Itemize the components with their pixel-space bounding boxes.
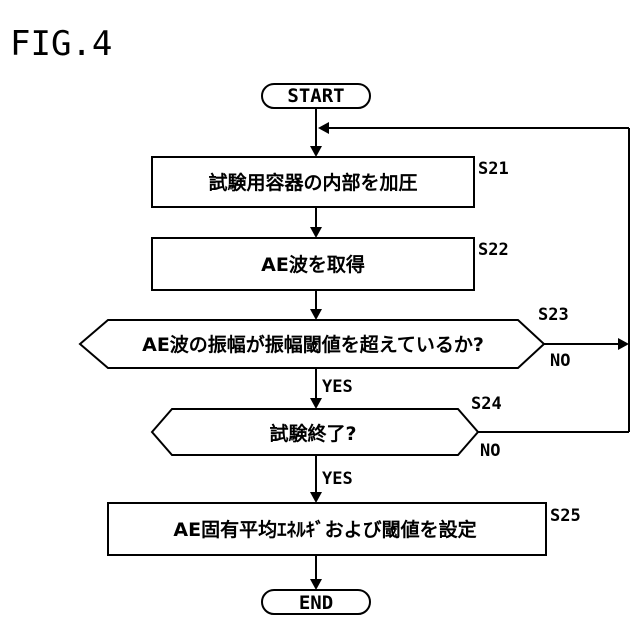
step-label-s21: S21: [478, 159, 509, 179]
arrowhead-loop-return: [318, 122, 329, 134]
branch-label-s23-no: NO: [550, 351, 570, 371]
arrowhead-s22: [310, 227, 322, 238]
decision-s24-text: 試験終了?: [269, 422, 356, 445]
arrowhead-end: [310, 579, 322, 590]
process-s25-text: AE固有平均ｴﾈﾙｷﾞおよび閾値を設定: [173, 518, 476, 541]
arrowhead-s25: [310, 492, 322, 503]
step-label-s23: S23: [538, 305, 569, 325]
branch-label-s24-yes: YES: [322, 469, 353, 489]
step-label-s25: S25: [550, 506, 581, 526]
start-label: START: [287, 85, 344, 107]
arrowhead-s21: [310, 146, 322, 157]
arrowhead-s23-no: [618, 338, 629, 350]
end-label: END: [299, 592, 333, 614]
decision-s23-text: AE波の振幅が振幅閾値を超えているか?: [142, 333, 484, 356]
step-label-s24: S24: [471, 394, 502, 414]
arrowhead-s24: [310, 398, 322, 409]
process-s22-text: AE波を取得: [261, 253, 365, 276]
branch-label-s24-no: NO: [480, 441, 500, 461]
figure-label: FIG.4: [10, 24, 112, 64]
branch-label-s23-yes: YES: [322, 377, 353, 397]
process-s21-text: 試験用容器の内部を加圧: [208, 171, 417, 194]
step-label-s22: S22: [478, 240, 509, 260]
arrowhead-s23: [310, 309, 322, 320]
